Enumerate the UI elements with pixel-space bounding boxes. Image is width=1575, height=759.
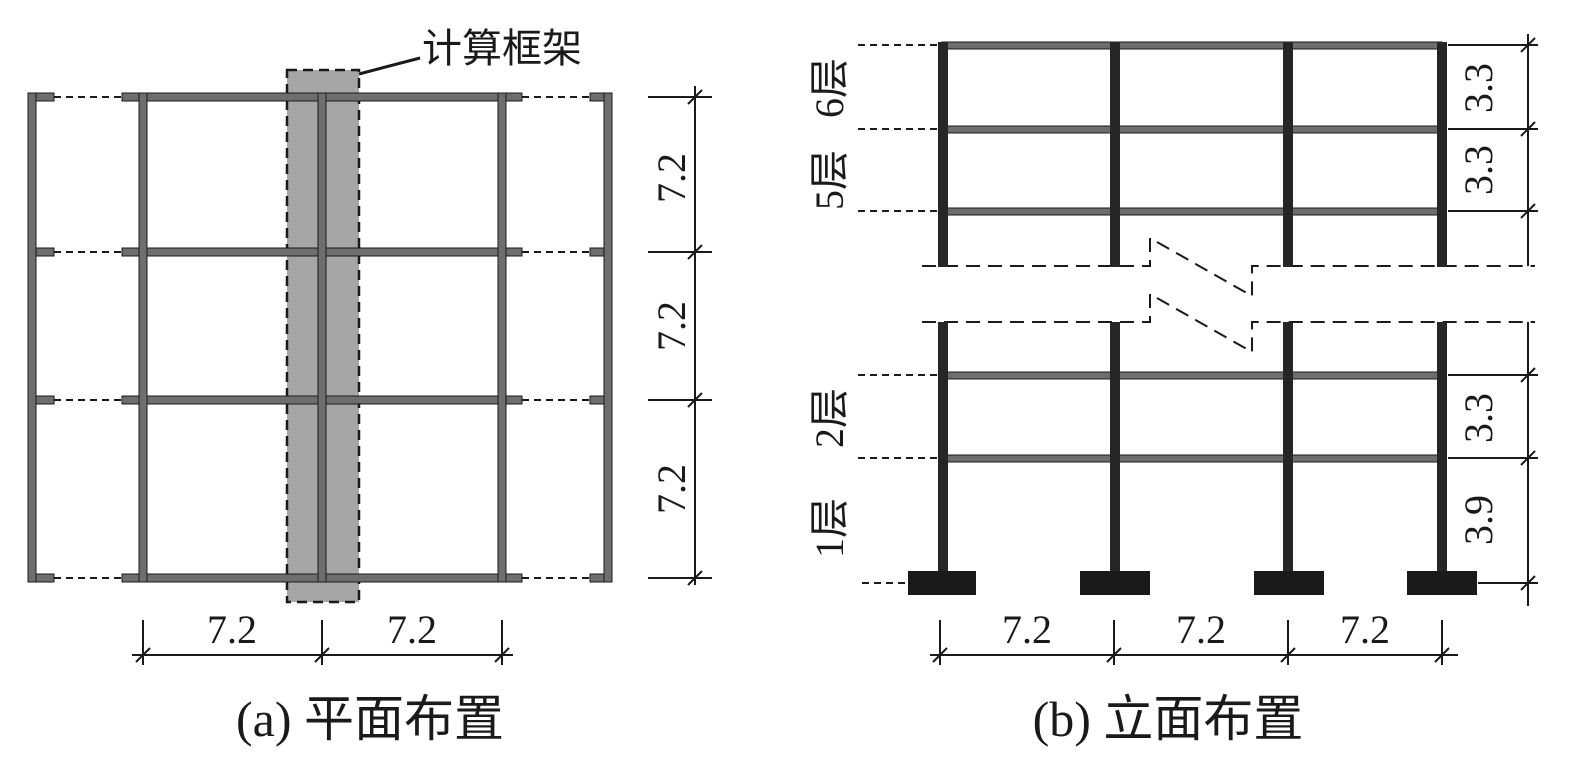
floor-label-2: 2层 [807,388,852,448]
elev-dim-bottom-1: 3.3 [1456,393,1501,443]
plan-dim-x-2: 7.2 [387,607,437,652]
elevation-beams-upper [941,41,1443,216]
elevation-dim-horizontal [930,620,1458,665]
callout-leader [358,56,421,76]
floor-label-6: 6层 [807,58,852,118]
plan-dim-horizontal [132,620,513,665]
elevation-beams-lower [941,371,1443,463]
elev-dim-top-1: 3.3 [1456,63,1501,113]
elevation-dim-upper [1448,34,1538,266]
plan-dim-vertical [648,86,712,586]
elevation-footings [908,571,1477,595]
elevation-caption: (b) 立面布置 [1033,691,1304,747]
plan-layout: 计算框架 7.2 7.2 7.2 7.2 7.2 (a) 平面 [27,26,712,747]
floor-label-1: 1层 [807,498,852,558]
elevation-columns-upper [938,42,1447,267]
plan-dim-y-3: 7.2 [649,464,694,514]
elevation-dim-lower [1448,322,1538,606]
callout-label: 计算框架 [422,26,582,72]
elev-dim-bottom-2: 3.9 [1456,495,1501,545]
elev-dim-x-2: 7.2 [1176,607,1226,652]
plan-dim-x-1: 7.2 [207,607,257,652]
plan-columns [27,92,613,583]
elevation-columns-lower [938,322,1447,572]
plan-caption: (a) 平面布置 [236,691,504,747]
elevation-level-dashes [858,44,940,584]
elevation-layout: 6层 5层 2层 1层 3.3 3.3 3.3 3.9 [807,34,1538,747]
elev-dim-x-1: 7.2 [1002,607,1052,652]
floor-label-5: 5层 [807,150,852,210]
plan-dim-y-1: 7.2 [649,153,694,203]
plan-dim-y-2: 7.2 [649,301,694,351]
elev-dim-top-2: 3.3 [1456,145,1501,195]
elev-dim-x-3: 7.2 [1340,607,1390,652]
